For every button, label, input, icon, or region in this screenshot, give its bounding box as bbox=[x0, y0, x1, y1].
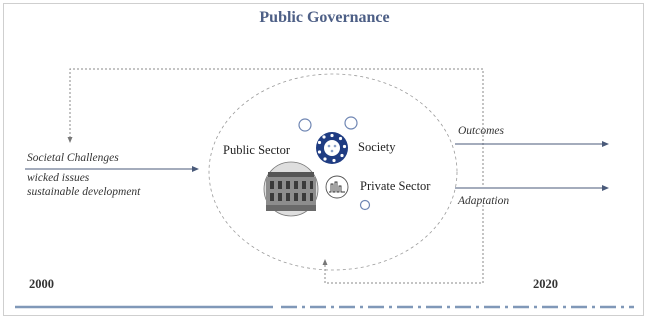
wicked-issues-label: wicked issues bbox=[27, 172, 90, 184]
public-building-icon bbox=[263, 161, 319, 217]
society-icon bbox=[316, 132, 348, 164]
outcomes-label: Outcomes bbox=[458, 125, 504, 137]
society-label: Society bbox=[358, 140, 396, 154]
governance-ellipse bbox=[208, 73, 458, 271]
public-sector-label: Public Sector bbox=[223, 143, 291, 157]
year-end: 2020 bbox=[533, 277, 558, 291]
feedback-loop-top bbox=[67, 68, 484, 185]
year-start: 2000 bbox=[29, 277, 54, 291]
diagram-frame bbox=[3, 3, 644, 316]
factory-icon bbox=[325, 175, 349, 199]
societal-challenges-label: Societal Challenges bbox=[27, 152, 119, 164]
diagram-title: Public Governance bbox=[259, 9, 390, 26]
bubble-small-1 bbox=[298, 118, 312, 132]
bubble-small-3 bbox=[359, 199, 371, 211]
bubble-small-2 bbox=[344, 116, 358, 130]
private-sector-label: Private Sector bbox=[360, 179, 431, 193]
adaptation-label: Adaptation bbox=[458, 195, 510, 207]
feedback-loop-bottom bbox=[322, 205, 484, 284]
sustainable-development-label: sustainable development bbox=[27, 186, 141, 198]
